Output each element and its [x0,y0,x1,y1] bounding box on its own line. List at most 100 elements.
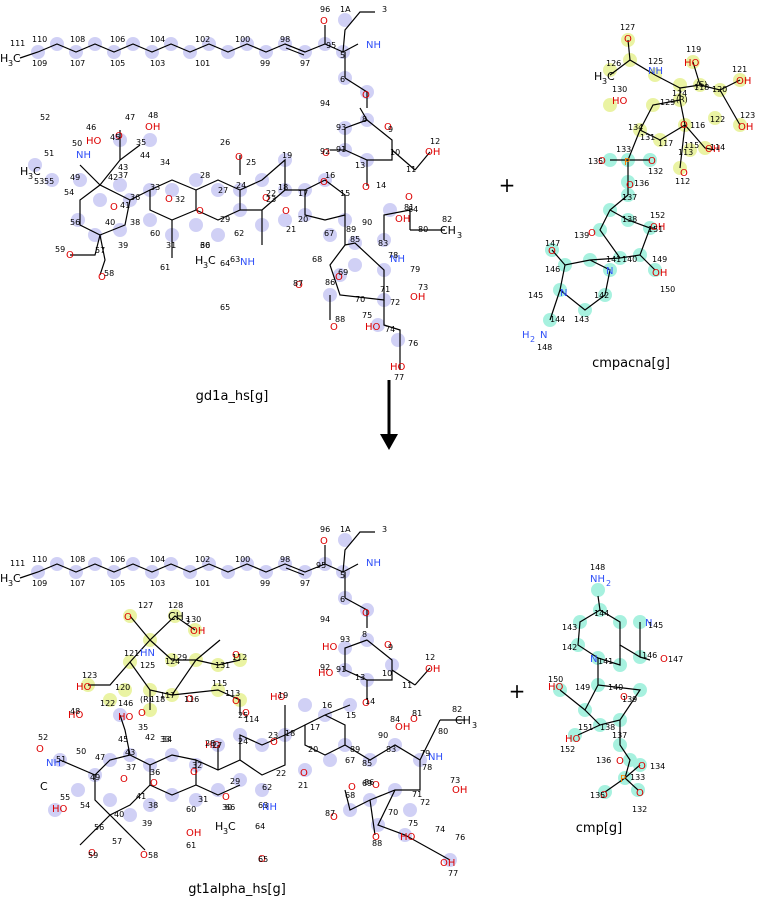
svg-text:145: 145 [648,621,663,630]
svg-text:100: 100 [235,35,250,44]
svg-text:O: O [638,761,646,772]
svg-text:O: O [322,148,330,159]
svg-text:27: 27 [218,186,228,195]
svg-text:39: 39 [118,241,128,250]
svg-text:111: 111 [10,559,25,568]
svg-text:22: 22 [276,769,286,778]
svg-text:89: 89 [350,745,360,754]
svg-text:O: O [138,708,146,719]
svg-text:O: O [680,120,688,131]
svg-text:HO: HO [86,136,102,147]
svg-text:21: 21 [286,225,296,234]
svg-text:OH: OH [395,722,410,733]
svg-text:90: 90 [362,218,372,227]
svg-text:13: 13 [355,673,365,682]
svg-text:81: 81 [412,709,422,718]
svg-text:136: 136 [596,756,611,765]
svg-text:37: 37 [126,763,136,772]
svg-text:134: 134 [650,762,665,771]
svg-text:HO: HO [68,710,84,721]
svg-text:O: O [242,708,250,719]
svg-text:OH: OH [395,214,410,225]
svg-text:31: 31 [198,795,208,804]
svg-text:31: 31 [166,241,176,250]
svg-text:113: 113 [678,148,693,157]
svg-text:3: 3 [223,827,228,836]
svg-text:35: 35 [136,138,146,147]
svg-text:139: 139 [622,695,637,704]
svg-text:34: 34 [160,158,170,167]
svg-text:65: 65 [220,303,230,312]
svg-text:90: 90 [378,731,388,740]
svg-text:CH: CH [168,610,184,623]
svg-text:O: O [588,228,596,239]
molecule-gt1alpha: O NH O O OH HO HO O HO O O HO O O NH O H… [0,525,477,897]
svg-text:86: 86 [364,778,374,787]
svg-text:138: 138 [622,215,637,224]
svg-text:OH: OH [705,144,720,155]
svg-text:O: O [330,322,338,333]
svg-text:140: 140 [608,683,623,692]
svg-text:1A: 1A [340,5,351,14]
svg-text:HO: HO [322,642,338,653]
svg-text:O: O [372,832,380,843]
svg-text:84: 84 [390,715,400,724]
svg-text:25: 25 [246,158,256,167]
svg-text:127: 127 [138,601,153,610]
svg-text:113: 113 [225,689,240,698]
svg-text:HO: HO [565,734,581,745]
svg-text:O: O [680,168,688,179]
svg-text:99: 99 [260,59,270,68]
svg-text:39: 39 [142,819,152,828]
svg-text:47: 47 [95,753,105,762]
svg-text:124: 124 [165,657,180,666]
svg-text:41: 41 [136,792,146,801]
svg-text:13: 13 [355,161,365,170]
svg-text:O: O [262,193,270,204]
svg-text:32: 32 [192,761,202,770]
svg-text:15: 15 [346,711,356,720]
svg-text:96: 96 [320,525,330,534]
molecule-gd1a: O O O OH O O O O O O O O O O OH HO O O O… [0,5,462,404]
svg-text:O: O [362,608,370,619]
svg-text:H: H [522,330,530,341]
svg-text:59: 59 [55,245,65,254]
svg-text:67: 67 [324,229,334,238]
svg-text:O: O [232,696,240,707]
svg-text:H: H [0,572,8,585]
svg-text:87: 87 [293,279,303,288]
svg-text:58: 58 [104,269,114,278]
svg-text:12: 12 [425,653,435,662]
svg-text:79: 79 [410,265,420,274]
svg-text:P: P [624,157,630,168]
svg-text:118: 118 [694,83,709,92]
svg-text:(R): (R) [676,95,688,104]
svg-text:47: 47 [125,113,135,122]
svg-text:O: O [384,640,392,651]
svg-text:123: 123 [740,111,755,120]
svg-text:137: 137 [612,731,627,740]
svg-text:OH: OH [145,122,160,133]
svg-text:133: 133 [616,145,631,154]
svg-text:137: 137 [622,193,637,202]
svg-text:144: 144 [594,609,609,618]
svg-text:OH: OH [425,147,440,158]
svg-text:45: 45 [110,133,120,142]
svg-text:78: 78 [422,763,432,772]
svg-text:NH: NH [76,150,91,161]
svg-text:49: 49 [90,773,100,782]
svg-text:83: 83 [386,745,396,754]
svg-text:91: 91 [336,665,346,674]
svg-text:N: N [645,618,652,629]
svg-text:O: O [362,182,370,193]
svg-text:62: 62 [262,783,272,792]
svg-text:70: 70 [355,295,365,304]
svg-text:150: 150 [660,285,675,294]
svg-text:52: 52 [38,733,48,742]
svg-text:123: 123 [82,671,97,680]
svg-text:41: 41 [120,201,130,210]
svg-text:138: 138 [600,723,615,732]
svg-text:83: 83 [378,239,388,248]
svg-text:112: 112 [232,653,247,662]
